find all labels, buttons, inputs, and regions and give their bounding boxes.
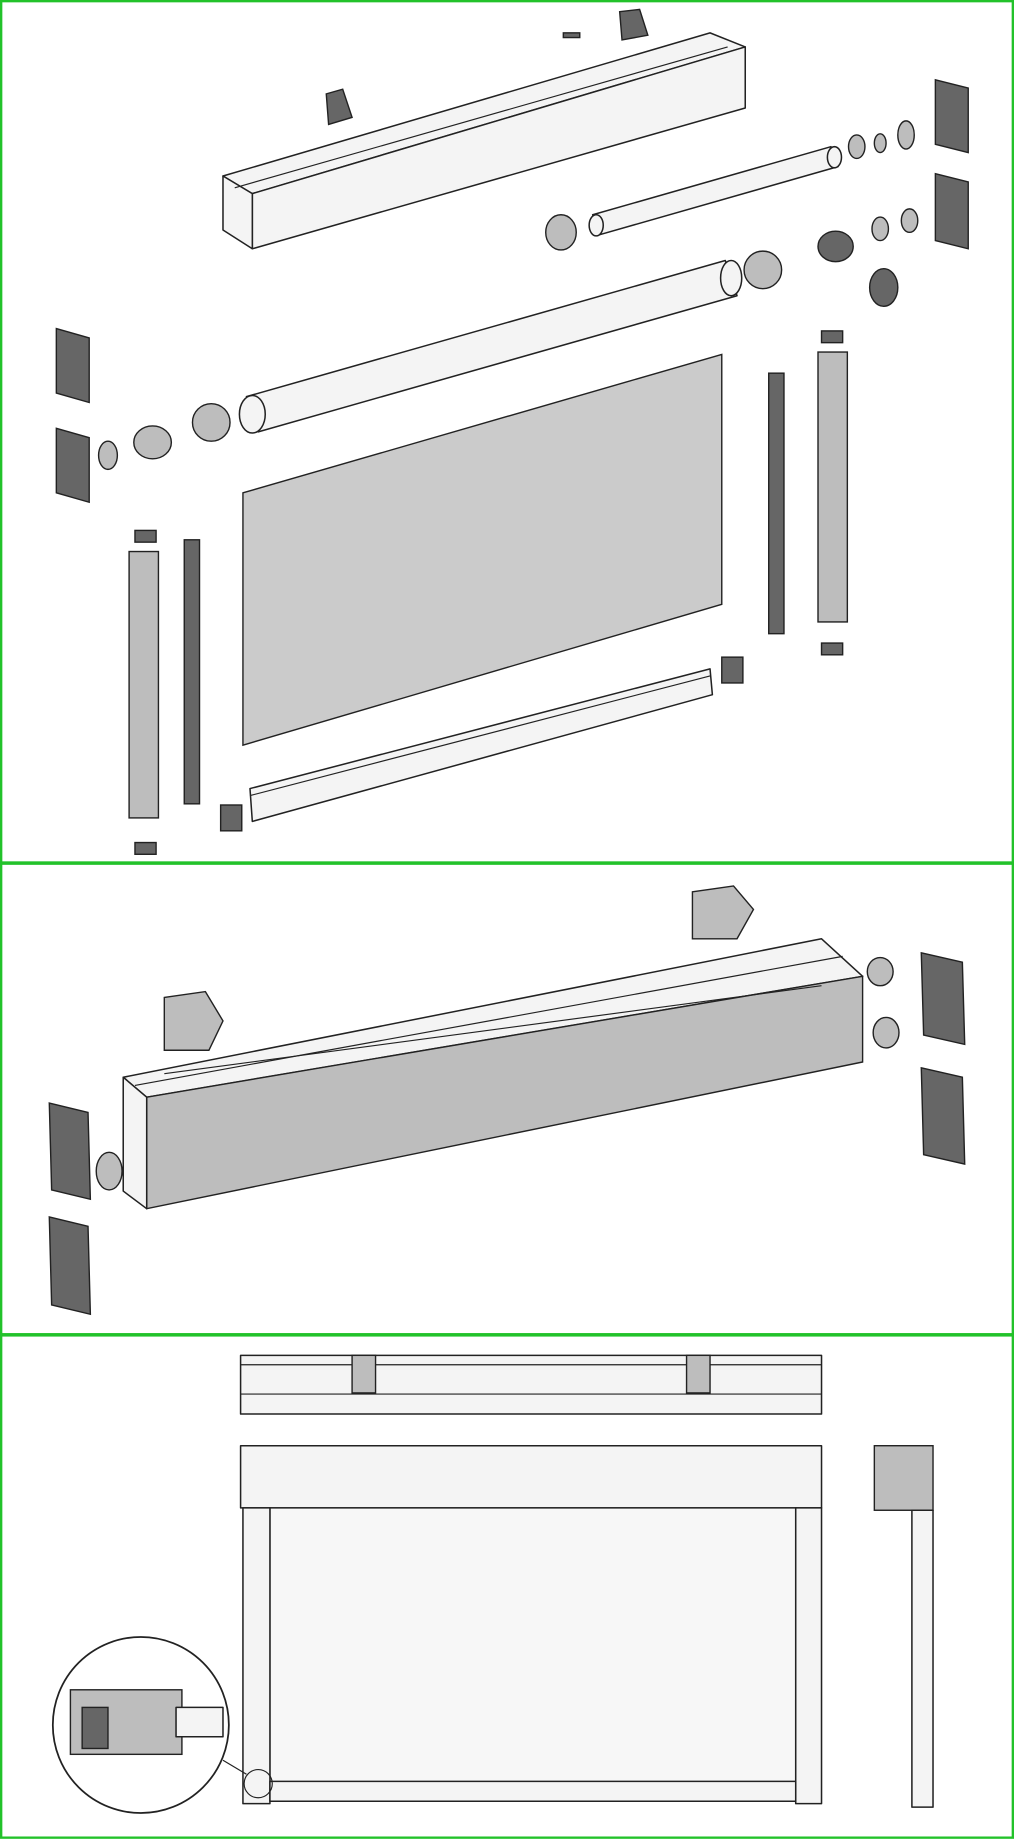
- side-view: [873, 1445, 934, 1808]
- rail-detail-magnifier: [51, 1636, 273, 1814]
- motor-tube: [545, 145, 843, 251]
- cassette-box: [222, 32, 747, 250]
- roller-tube: [238, 259, 743, 434]
- cassette-box: [122, 938, 864, 1210]
- cassette-top-view: [239, 1354, 823, 1415]
- end-plates: [48, 951, 966, 1316]
- side-guide-rails: [128, 330, 849, 855]
- bottom-bar: [219, 656, 744, 832]
- mounting-bracket: [325, 8, 649, 126]
- mounting-bracket: [163, 885, 755, 1051]
- panel-cassette-exploded: [0, 862, 1014, 1336]
- panel-exploded-system: [0, 0, 1014, 864]
- side-plates: [55, 78, 969, 504]
- panel-border: [0, 1334, 1014, 1839]
- fabric-screen: [242, 353, 723, 747]
- front-view: [239, 1444, 823, 1805]
- panel-assembled-view: [0, 1334, 1014, 1839]
- tube-end-caps: [97, 120, 919, 471]
